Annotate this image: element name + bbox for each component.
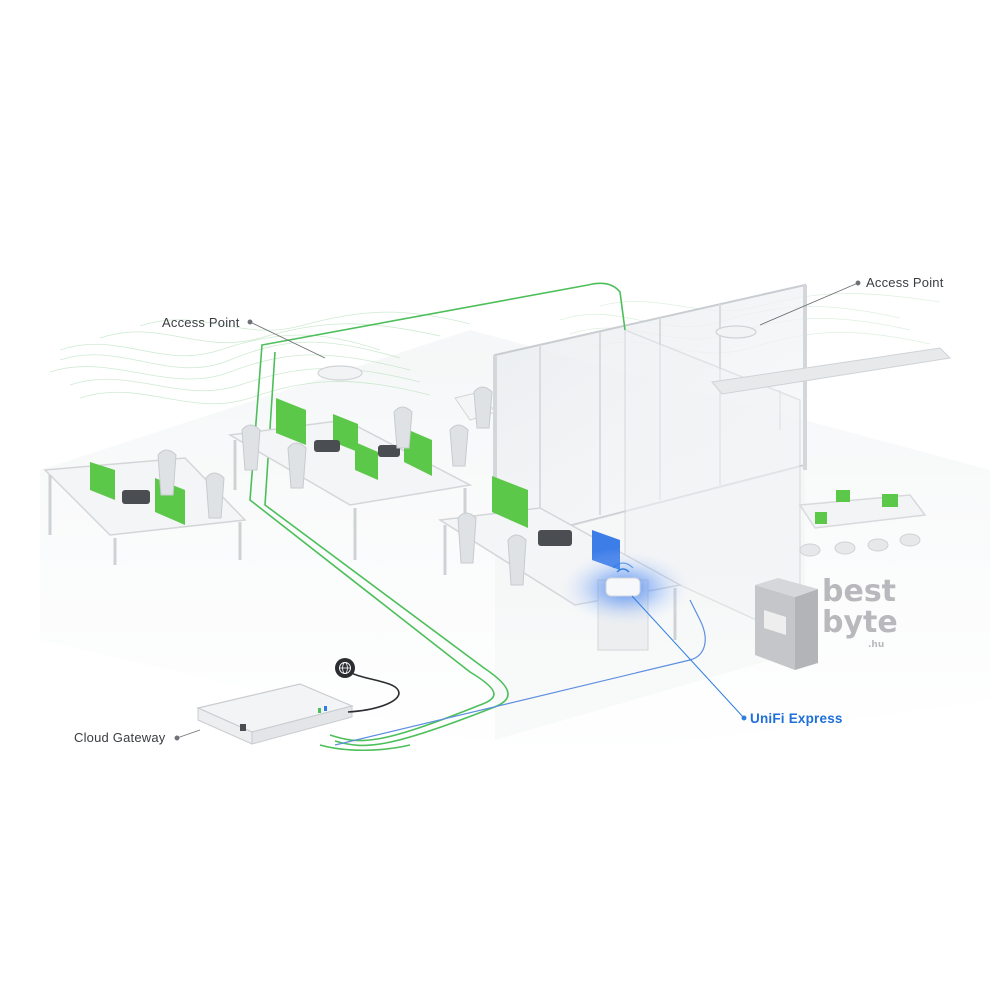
desk-printer [314, 440, 340, 452]
monitor-green [276, 398, 306, 445]
access-point-right-label: Access Point [866, 275, 944, 290]
laptop-screen-green [882, 494, 898, 507]
access-point-left-device [317, 365, 363, 381]
monitor-green [355, 442, 378, 480]
cloud-gateway-label: Cloud Gateway [74, 730, 166, 745]
unifi-express-device [555, 548, 695, 628]
desk-printer [122, 490, 150, 504]
office-chairs [157, 386, 527, 586]
unifi-express-leader [631, 595, 747, 721]
ceiling-light-panel [711, 347, 952, 430]
desk-printer [378, 445, 400, 457]
monitor-green [404, 428, 432, 476]
laptop-screen-green [815, 512, 827, 524]
unifi-express-label: UniFi Express [750, 711, 843, 726]
ethernet-cables [249, 282, 626, 752]
access-point-right-device [715, 325, 757, 339]
laptop-screen-green [836, 490, 850, 502]
access-point-left-label: Access Point [162, 315, 240, 330]
meeting-table-right [798, 490, 927, 557]
internet-link [345, 669, 400, 713]
watermark-cube-icon [755, 578, 818, 670]
monitor-green [90, 462, 115, 500]
monitor-green [492, 476, 528, 528]
watermark-line2: byte [822, 605, 898, 640]
label-leaders [174, 280, 861, 741]
glass-partition [493, 283, 807, 740]
desk-printer [538, 530, 572, 546]
watermark-line1: best [822, 574, 897, 609]
globe-icon [335, 658, 355, 678]
watermark-logo: best byte .hu [750, 575, 900, 675]
watermark-suffix: .hu [868, 640, 885, 650]
unifi-uplink-cable [334, 599, 706, 746]
desk-row-middle [227, 398, 473, 560]
cloud-gateway-device [196, 683, 354, 745]
